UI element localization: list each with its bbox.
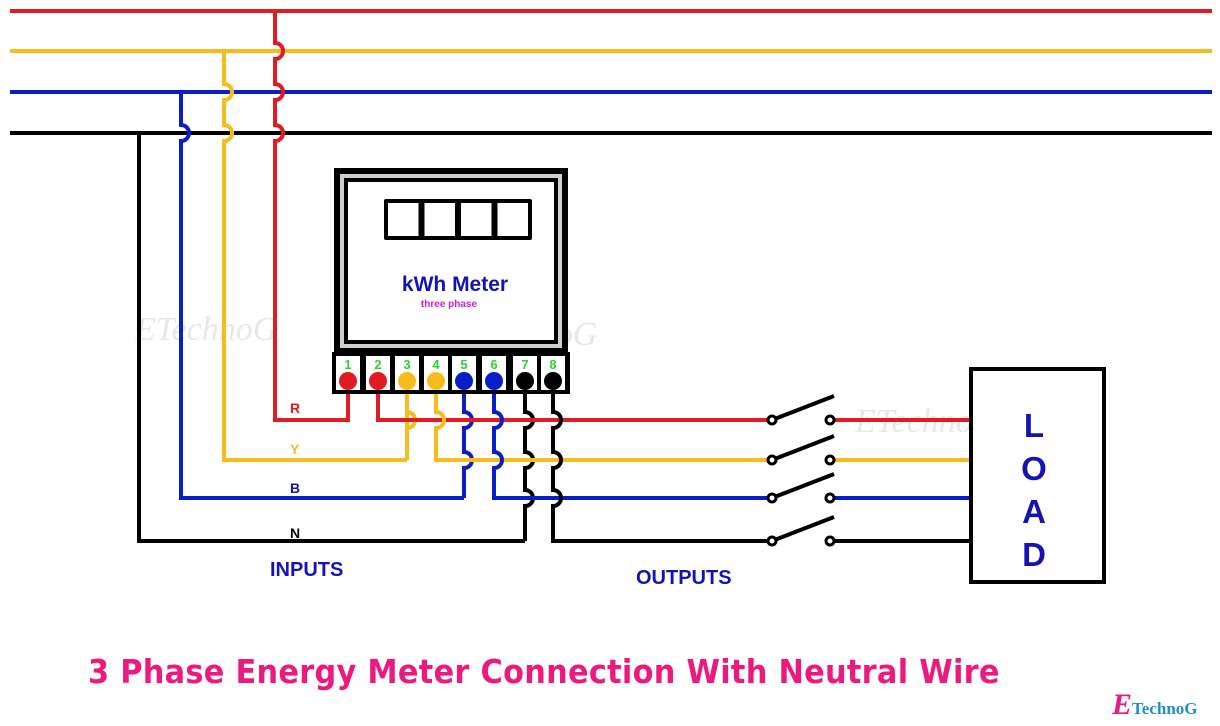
terminal-number: 4: [432, 357, 440, 372]
display-digit: [497, 203, 528, 236]
terminal-7-lead: [523, 392, 535, 541]
terminal-number: 3: [403, 357, 410, 372]
diagram-title: 3 Phase Energy Meter Connection With Neu…: [88, 652, 1000, 691]
terminal-3-lead: [405, 392, 417, 460]
output-wire-n: [551, 392, 772, 543]
terminal-3: 3: [395, 356, 419, 390]
terminal-1: 1: [336, 356, 360, 390]
meter-display: [384, 199, 532, 240]
load-box: [969, 367, 1106, 584]
switch-contact: [824, 535, 836, 547]
switch-contact: [766, 454, 778, 466]
meter-label: kWh Meter: [402, 273, 508, 296]
terminal-5: 5: [452, 356, 476, 390]
terminal-5-lead: [462, 392, 474, 498]
inputs-label: INPUTS: [270, 559, 343, 581]
terminal-2: 2: [366, 356, 390, 390]
switch-contact: [766, 535, 778, 547]
terminal-screw: [544, 372, 562, 390]
switch-blade: [771, 515, 835, 543]
terminal-number: 6: [490, 357, 497, 372]
switch-blade: [771, 394, 835, 422]
brand-logo: ETechnoG: [1112, 688, 1198, 722]
terminal-number: 5: [460, 357, 467, 372]
input-wire-b: [179, 92, 464, 500]
display-digit: [461, 203, 492, 236]
output-wire-y: [434, 392, 772, 462]
terminal-screw: [398, 372, 416, 390]
input-wire-y: [222, 51, 407, 462]
switch-2: [766, 434, 836, 466]
terminal-screw: [427, 372, 445, 390]
switch-contact: [824, 414, 836, 426]
terminal-screw: [455, 372, 473, 390]
terminal-number: 8: [549, 357, 556, 372]
switch-4: [766, 515, 836, 547]
meter-sublabel: three phase: [421, 299, 478, 310]
phase-label-n: N: [290, 525, 300, 541]
input-wire-r: [273, 11, 350, 422]
outputs-label: OUTPUTS: [636, 567, 732, 589]
load-letter: L: [1024, 407, 1044, 444]
terminal-screw: [339, 372, 357, 390]
terminal-6: 6: [482, 356, 506, 390]
terminal-screw: [485, 372, 503, 390]
load-letter: A: [1022, 493, 1046, 530]
terminal-7: 7: [513, 356, 537, 390]
switch-1: [766, 394, 836, 426]
switch-3: [766, 472, 836, 504]
display-digit: [388, 203, 419, 236]
load-letter: O: [1021, 450, 1047, 487]
load-letter: D: [1022, 536, 1046, 573]
watermark: ETechnoG: [134, 311, 277, 348]
switch-contact: [766, 414, 778, 426]
terminal-screw: [516, 372, 534, 390]
terminal-number: 2: [374, 357, 381, 372]
phase-label-b: B: [290, 480, 300, 496]
switch-contact: [824, 454, 836, 466]
switch-contact: [766, 492, 778, 504]
phase-label-y: Y: [290, 441, 300, 457]
brand-name: TechnoG: [1132, 699, 1198, 718]
terminal-8: 8: [541, 356, 565, 390]
switch-blade: [771, 434, 835, 462]
kwh-meter: kWh Meter three phase 1 2 3 4 5 6 7 8: [332, 168, 570, 394]
output-wire-r: [376, 392, 772, 422]
terminal-number: 1: [344, 357, 351, 372]
switch-blade: [771, 472, 835, 500]
terminal-number: 7: [521, 357, 528, 372]
terminal-4: 4: [424, 356, 448, 390]
switch-contact: [824, 492, 836, 504]
terminal-screw: [369, 372, 387, 390]
display-digit: [424, 203, 455, 236]
brand-initial: E: [1112, 688, 1133, 721]
output-wire-b: [492, 392, 772, 500]
phase-label-r: R: [290, 400, 300, 416]
input-wire-n: [137, 133, 525, 543]
